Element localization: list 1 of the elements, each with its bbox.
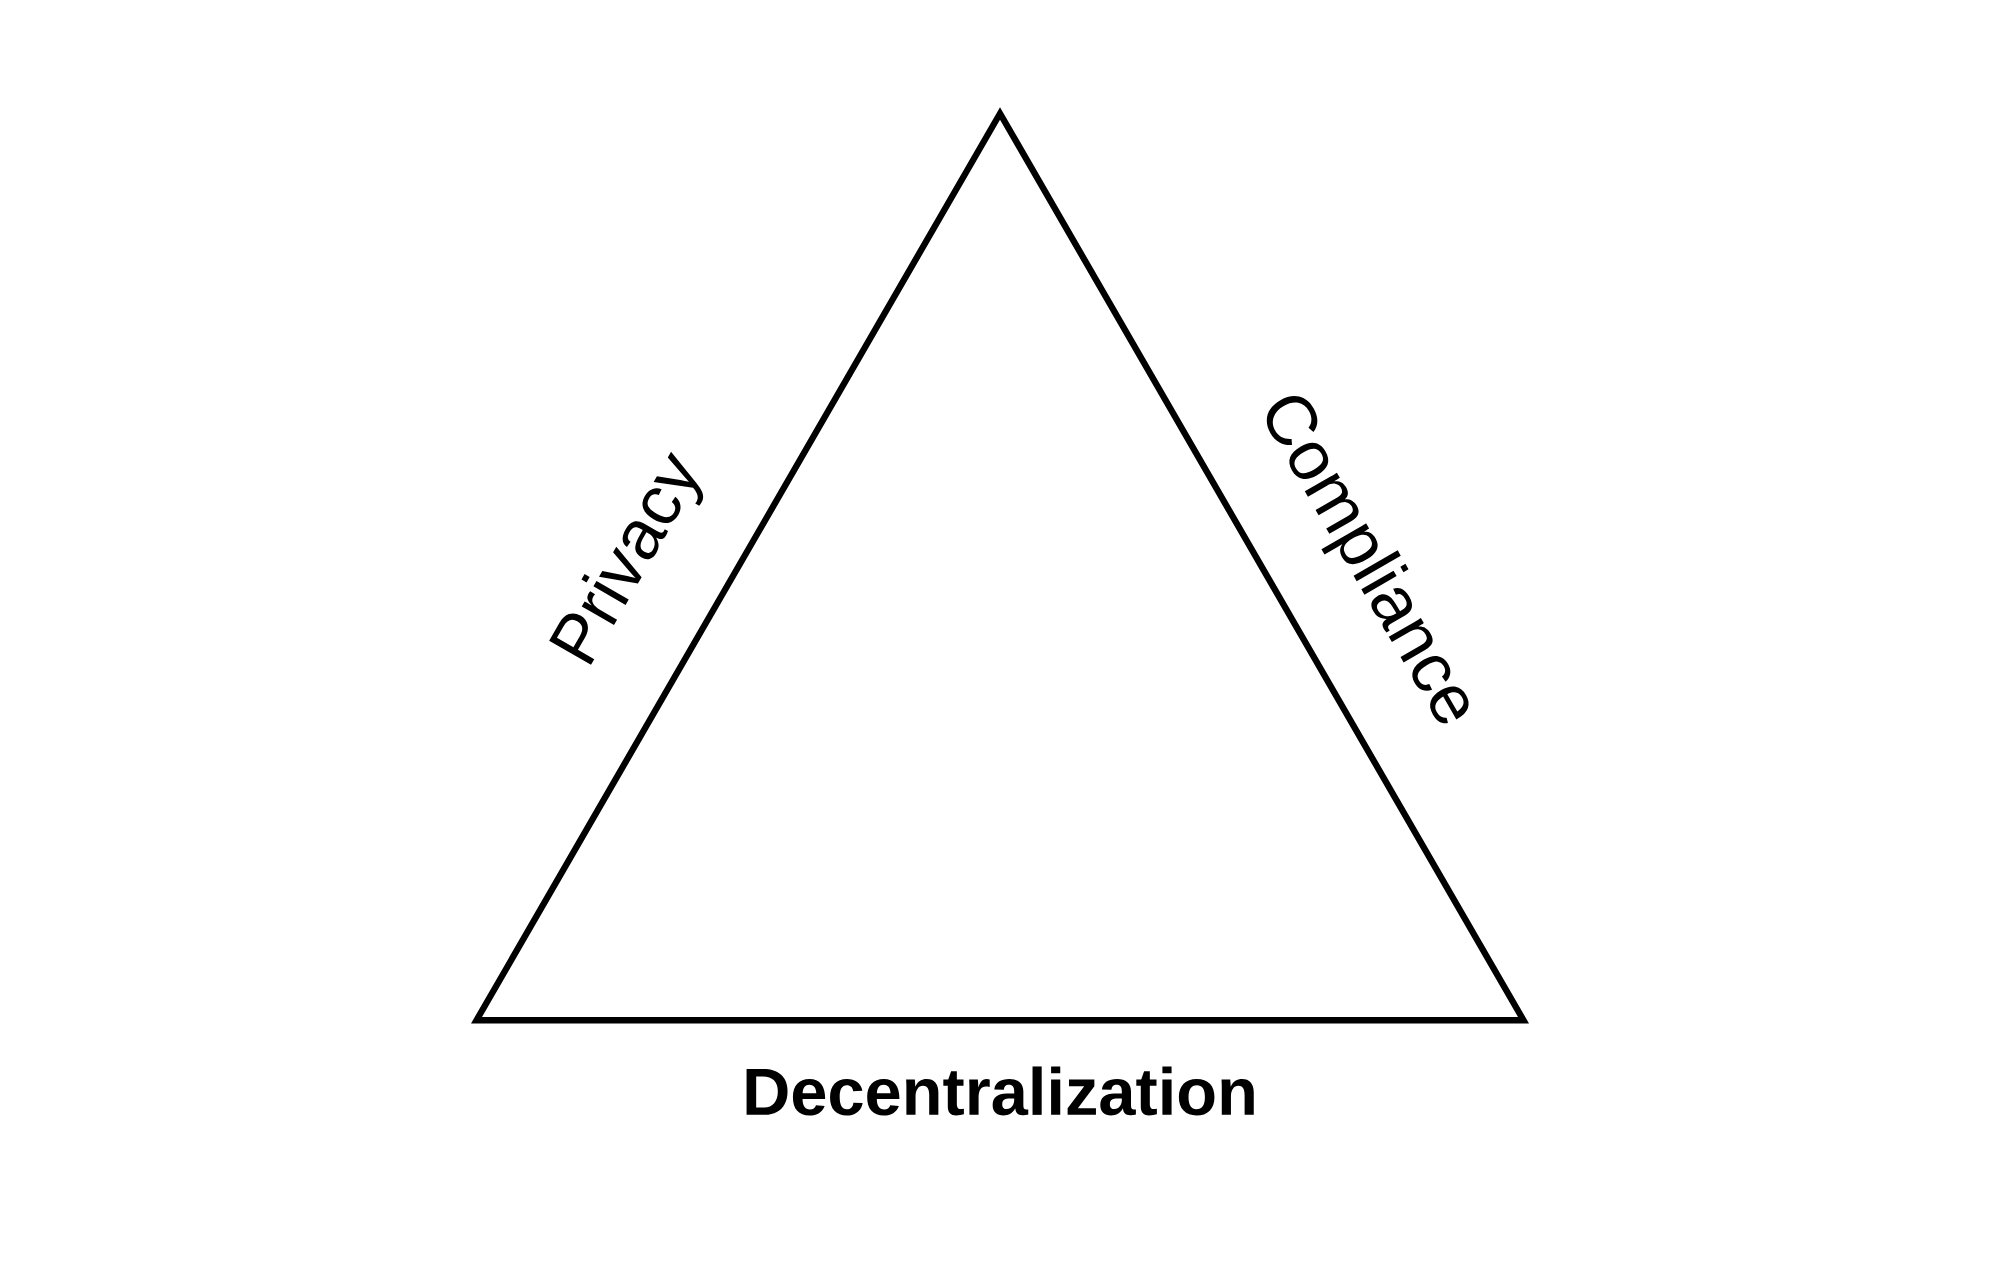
side-label: Decentralization bbox=[746, 1066, 1254, 1116]
